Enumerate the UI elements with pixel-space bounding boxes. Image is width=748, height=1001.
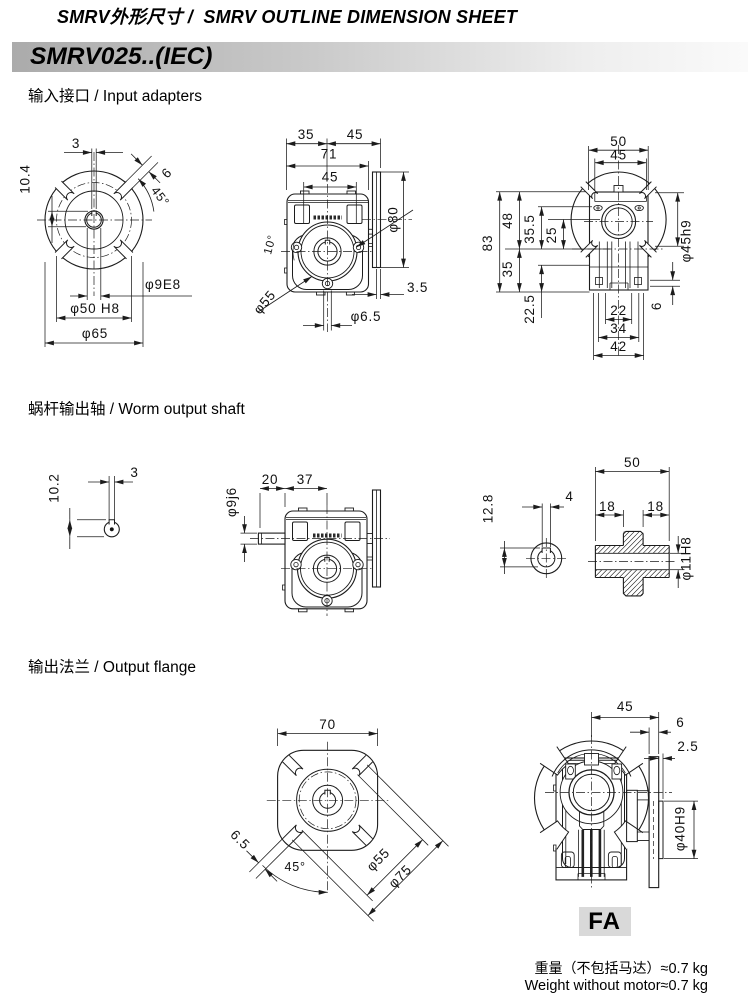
svg-text:50: 50 (624, 455, 641, 470)
svg-text:48: 48 (500, 212, 515, 229)
svg-text:18: 18 (599, 499, 616, 514)
svg-text:10.2: 10.2 (46, 473, 61, 502)
svg-text:45: 45 (347, 127, 364, 142)
svg-text:18: 18 (647, 499, 664, 514)
svg-text:φ11H8: φ11H8 (679, 536, 694, 580)
svg-text:22.5: 22.5 (522, 294, 537, 323)
svg-text:45°: 45° (148, 184, 172, 209)
svg-text:35.5: 35.5 (522, 214, 537, 243)
svg-text:45: 45 (322, 170, 339, 185)
svg-text:34: 34 (610, 321, 627, 336)
svg-text:42: 42 (610, 339, 627, 354)
svg-text:3.5: 3.5 (407, 280, 428, 295)
svg-text:6.5: 6.5 (227, 827, 253, 853)
svg-text:φ45h9: φ45h9 (679, 220, 694, 263)
svg-text:12.8: 12.8 (481, 494, 496, 523)
svg-text:22: 22 (610, 303, 627, 318)
svg-text:φ9j6: φ9j6 (224, 487, 239, 517)
svg-text:45°: 45° (284, 860, 305, 874)
svg-text:35: 35 (500, 261, 515, 278)
svg-text:71: 71 (321, 147, 338, 162)
svg-text:φ6.5: φ6.5 (351, 309, 382, 324)
svg-text:φ55: φ55 (250, 287, 278, 317)
svg-text:6: 6 (649, 302, 664, 310)
svg-text:25: 25 (544, 227, 559, 244)
svg-text:6: 6 (159, 165, 175, 181)
svg-text:6: 6 (676, 715, 684, 730)
svg-text:3: 3 (130, 465, 138, 480)
svg-text:3: 3 (72, 136, 80, 151)
svg-text:φ50 H8: φ50 H8 (70, 301, 120, 316)
svg-text:37: 37 (297, 472, 314, 487)
svg-text:45: 45 (617, 699, 634, 714)
svg-text:φ40H9: φ40H9 (673, 806, 688, 851)
svg-text:45: 45 (610, 148, 627, 163)
svg-text:50: 50 (610, 134, 627, 149)
svg-text:20: 20 (262, 472, 279, 487)
svg-text:4: 4 (565, 489, 573, 504)
svg-text:10.4: 10.4 (18, 164, 33, 193)
svg-text:2.5: 2.5 (677, 739, 698, 754)
svg-text:35: 35 (298, 127, 315, 142)
svg-text:φ65: φ65 (82, 326, 108, 341)
svg-text:φ55: φ55 (364, 845, 393, 874)
svg-text:10°: 10° (262, 234, 279, 256)
svg-text:φ75: φ75 (385, 862, 414, 891)
svg-text:φ9E8: φ9E8 (145, 277, 181, 292)
svg-text:83: 83 (480, 235, 495, 252)
svg-text:70: 70 (319, 717, 336, 732)
